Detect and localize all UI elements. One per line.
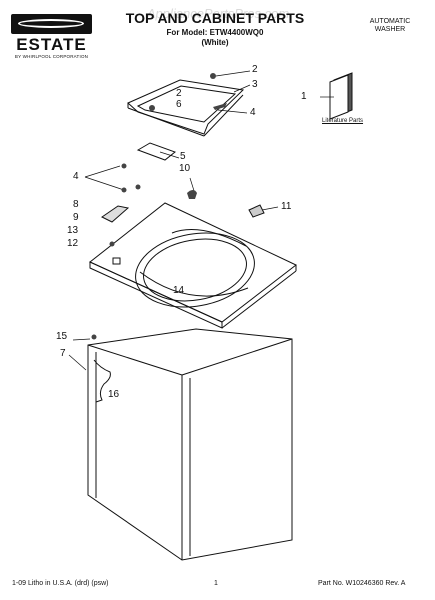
hinge-bracket	[136, 142, 177, 161]
footer-part-number: Part No. W10246360 Rev. A	[318, 580, 406, 587]
screw-icon	[109, 241, 115, 247]
callout-10: 10	[179, 163, 191, 174]
watermark: AppliancePartsPros.com	[146, 6, 290, 21]
callout-13: 13	[67, 225, 79, 236]
callout-9: 9	[73, 212, 79, 223]
literature-parts-label: Literature Parts	[322, 118, 364, 124]
footer-page-number: 1	[214, 580, 218, 587]
callout-4b: 4	[73, 171, 79, 182]
model-number: For Model: ETW4400WQ0	[166, 28, 264, 37]
callout-12: 12	[67, 238, 79, 249]
category-line-2: WASHER	[374, 26, 406, 33]
lid-frame	[127, 79, 245, 137]
callout-15: 15	[56, 331, 68, 342]
callout-3: 3	[252, 79, 258, 90]
lid-switch	[101, 205, 130, 223]
callout-16: 16	[108, 389, 120, 400]
callout-5: 5	[180, 151, 186, 162]
screw-icon	[135, 184, 141, 190]
screw-icon	[213, 103, 227, 110]
callout-7: 7	[60, 348, 66, 359]
brand-name: ESTATE	[16, 35, 87, 54]
callout-2b: 2	[176, 88, 182, 99]
callout-6: 6	[176, 99, 182, 110]
cabinet-body	[87, 328, 293, 561]
screw-icon	[210, 73, 216, 79]
screw-icon	[121, 187, 127, 193]
brand-tagline: BY WHIRLPOOL CORPORATION	[14, 54, 89, 59]
screw-icon	[91, 334, 97, 340]
screw-icon	[121, 163, 127, 169]
model-color: (White)	[201, 38, 229, 47]
screw-icon	[149, 105, 155, 111]
swoosh-icon	[18, 19, 84, 28]
footer-litho: 1-09 Litho in U.S.A. (drd) (psw)	[12, 580, 109, 587]
page-title: TOP AND CABINET PARTS	[125, 10, 305, 26]
callout-2: 2	[252, 64, 258, 75]
logo-swoosh-bar	[11, 14, 92, 34]
callout-11: 11	[281, 201, 292, 212]
callout-14: 14	[173, 285, 185, 296]
callout-8: 8	[73, 199, 79, 210]
clip-icon	[187, 190, 197, 199]
category-line-1: AUTOMATIC	[369, 18, 411, 25]
callout-1: 1	[301, 91, 307, 102]
literature-booklet-icon	[329, 72, 353, 120]
appliance-category: AUTOMATIC WASHER	[360, 18, 420, 34]
callout-4: 4	[250, 107, 256, 118]
cabinet-top	[89, 202, 297, 329]
knob	[248, 204, 265, 218]
estate-logo: ESTATE BY WHIRLPOOL CORPORATION	[11, 14, 92, 61]
